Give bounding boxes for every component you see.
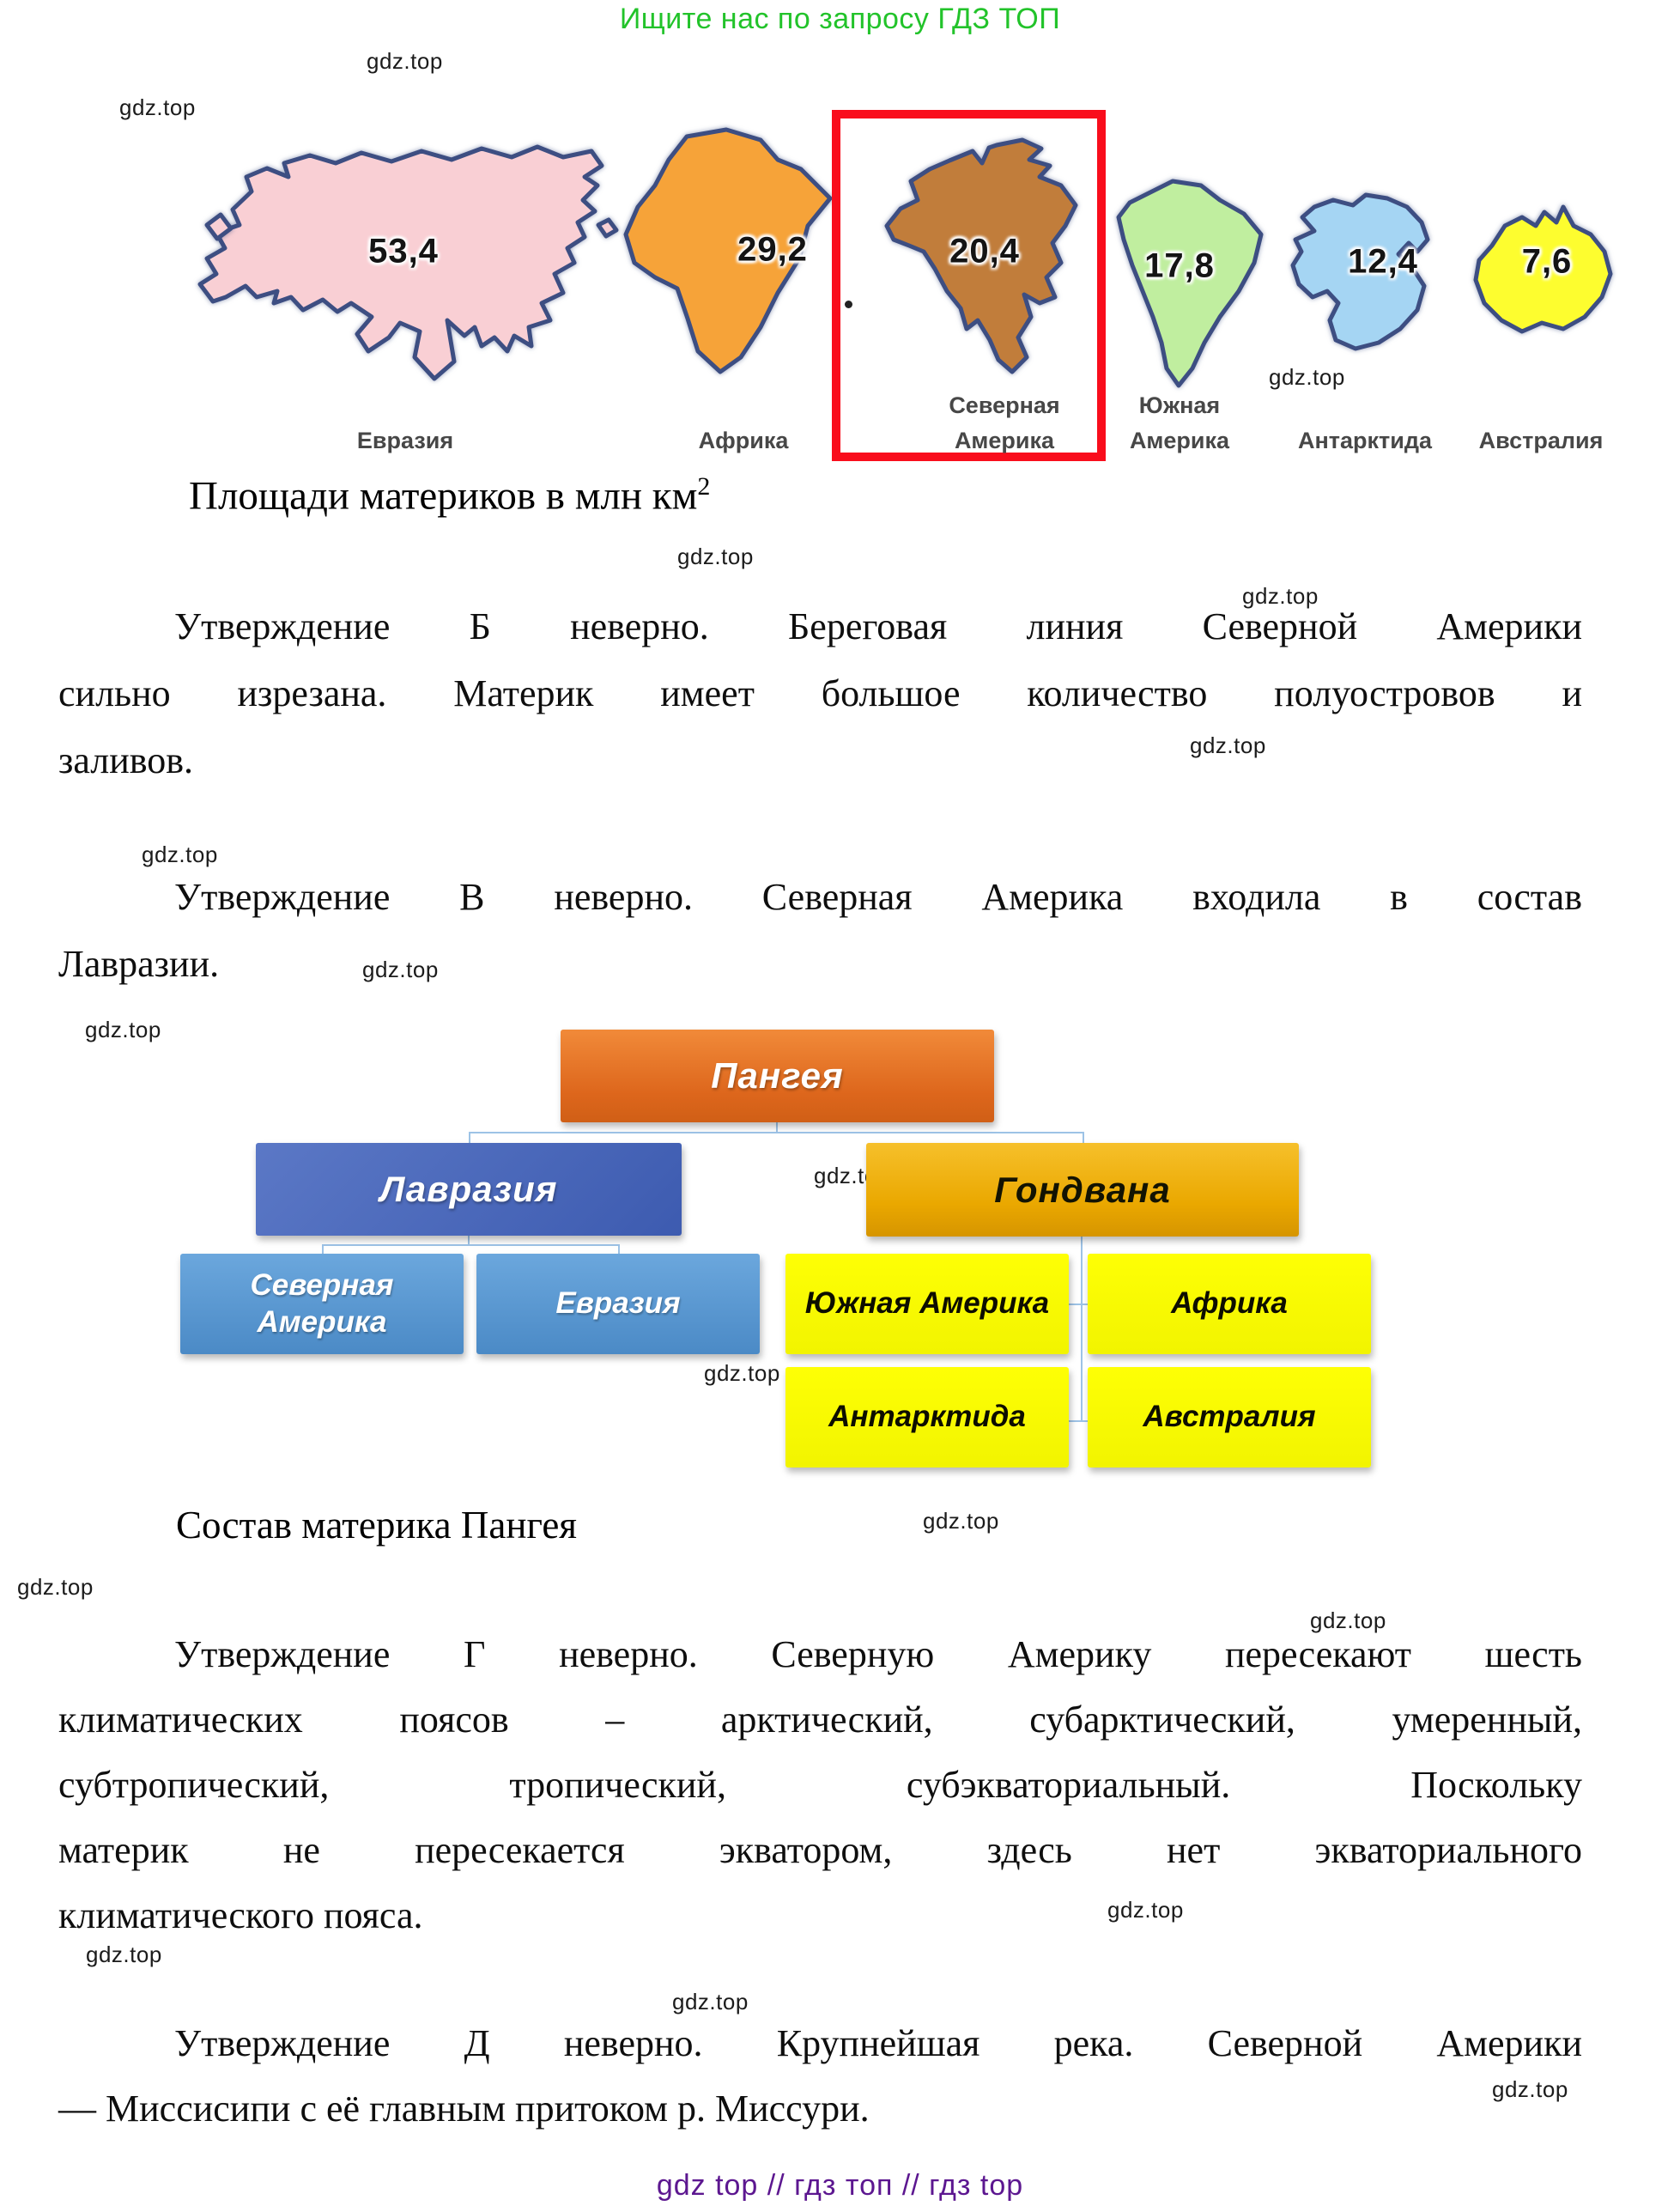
connector-line <box>1069 1420 1088 1422</box>
connector-line <box>1081 1237 1083 1422</box>
connector-line <box>469 1132 1084 1133</box>
paragraph-line: материк не пересекается экватором, здесь… <box>58 1829 1582 1871</box>
gdz-watermark: gdz.top <box>1107 1897 1184 1923</box>
gdz-watermark: gdz.top <box>1269 364 1345 390</box>
gdz-watermark: gdz.top <box>704 1360 780 1386</box>
gdz-watermark: gdz.top <box>86 1942 162 1967</box>
gdz-watermark: gdz.top <box>1310 1607 1386 1633</box>
diagram-node-pangea: Пангея <box>561 1030 994 1122</box>
paragraph-line: субтропический, тропический, субэкватори… <box>58 1764 1582 1806</box>
continent-eurasia-island-east <box>596 217 619 239</box>
paragraph-line: — Миссисипи с её главным притоком р. Мис… <box>58 2087 870 2130</box>
area-value-australia: 7,6 <box>1521 242 1573 281</box>
gdz-watermark: gdz.top <box>85 1017 161 1042</box>
connector-line <box>322 1244 620 1246</box>
diagram-node-africa: Африка <box>1088 1254 1371 1354</box>
continent-africa <box>623 127 833 374</box>
gdz-watermark: gdz.top <box>142 842 218 867</box>
area-value-south-america: 17,8 <box>1144 246 1215 285</box>
diagram-node-north-america: Северная Америка <box>180 1254 464 1354</box>
figure-caption-sup: 2 <box>697 472 711 501</box>
area-value-antarctica: 12,4 <box>1348 242 1418 281</box>
highlight-frame-north-america <box>832 110 1106 461</box>
label-eurasia: Евразия <box>356 428 454 453</box>
paragraph-statement-d: Утверждение Д неверно. Крупнейшая река. … <box>58 2011 1582 2142</box>
paragraph-line: Утверждение В неверно. Северная Америка … <box>174 876 1582 918</box>
paragraph-statement-g: Утверждение Г неверно. Северную Америку … <box>58 1622 1582 1948</box>
figure-caption: Площади материков в млн км2 <box>189 472 710 520</box>
gdz-watermark: gdz.top <box>1190 732 1266 758</box>
continent-north-america <box>884 137 1078 374</box>
label-antarctica: Антарктида <box>1297 428 1433 453</box>
paragraph-line: Утверждение Д неверно. Крупнейшая река. … <box>174 2022 1582 2064</box>
continent-south-america <box>1116 179 1264 388</box>
label-north-america: Северная Америка <box>949 392 1060 453</box>
connector-line <box>469 1132 470 1144</box>
paragraph-statement-b: Утверждение Б неверно. Береговая линия С… <box>58 593 1582 794</box>
paragraph-line: Утверждение Б неверно. Береговая линия С… <box>174 605 1582 647</box>
diagram-node-eurasia: Евразия <box>476 1254 760 1354</box>
continent-antarctica <box>1290 192 1430 351</box>
diagram-node-laurasia: Лавразия <box>256 1143 682 1236</box>
gdz-watermark: gdz.top <box>672 1989 749 2014</box>
diagram-node-australia: Австралия <box>1088 1367 1371 1468</box>
footer-links: gdz top // гдз топ // гдз top <box>656 2169 1024 2202</box>
label-south-america: Южная Америка <box>1129 392 1230 453</box>
connector-line <box>618 1244 620 1255</box>
paragraph-line: Утверждение Г неверно. Северную Америку … <box>174 1633 1582 1675</box>
connector-line <box>1069 1304 1088 1305</box>
paragraph-line: климатических поясов – арктический, суба… <box>58 1698 1582 1741</box>
gdz-watermark: gdz.top <box>677 544 754 569</box>
promo-banner: Ищите нас по запросу ГДЗ ТОП <box>619 3 1061 35</box>
continent-australia <box>1473 204 1613 334</box>
gdz-watermark: gdz.top <box>1242 583 1319 609</box>
continents-figure <box>197 127 1613 388</box>
paragraph-line: заливов. <box>58 739 194 781</box>
connector-line <box>1083 1132 1084 1144</box>
paragraph-line: Лавразии. <box>58 943 220 985</box>
gdz-watermark: gdz.top <box>362 957 439 982</box>
paragraph-line: климатического пояса. <box>58 1894 423 1936</box>
connector-line <box>776 1122 778 1133</box>
gdz-watermark: gdz.top <box>367 48 443 74</box>
continent-eurasia-island <box>204 212 234 241</box>
label-africa: Африка <box>698 428 789 453</box>
stray-dot <box>845 301 852 308</box>
gdz-watermark: gdz.top <box>1492 2076 1568 2102</box>
gdz-watermark: gdz.top <box>923 1508 999 1534</box>
diagram-node-gondwana: Гондвана <box>866 1143 1299 1237</box>
area-value-eurasia: 53,4 <box>368 232 439 270</box>
connector-line <box>322 1244 324 1255</box>
gdz-watermark: gdz.top <box>17 1574 94 1600</box>
diagram-caption: Состав материка Пангея <box>176 1504 577 1547</box>
continent-eurasia <box>197 144 604 381</box>
paragraph-line: сильно изрезана. Материк имеет большое к… <box>58 672 1582 714</box>
diagram-node-antarctica: Антарктида <box>785 1367 1069 1468</box>
label-australia: Австралия <box>1478 428 1604 453</box>
diagram-node-south-america: Южная Америка <box>785 1254 1069 1354</box>
area-value-africa: 29,2 <box>737 230 808 269</box>
area-value-north-america: 20,4 <box>949 232 1020 270</box>
paragraph-statement-v: Утверждение В неверно. Северная Америка … <box>58 864 1582 998</box>
connector-line <box>468 1236 470 1245</box>
figure-caption-text: Площади материков в млн км <box>189 473 698 519</box>
gdz-watermark: gdz.top <box>119 94 196 120</box>
